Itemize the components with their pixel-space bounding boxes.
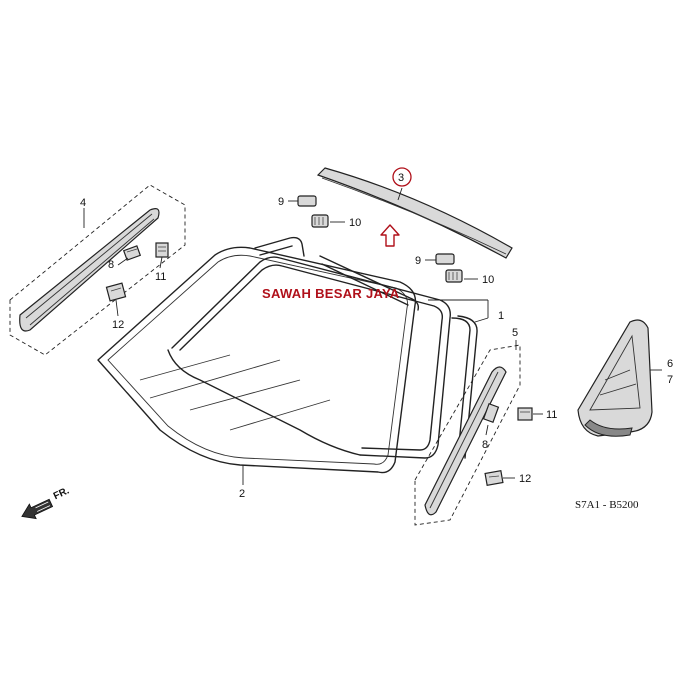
clip-10-lower xyxy=(445,269,463,283)
clip-12-left xyxy=(105,282,127,302)
clip-9-upper xyxy=(297,195,317,207)
callout-10-upper: 10 xyxy=(349,217,361,229)
clip-10-upper xyxy=(311,214,329,228)
front-label: FR. xyxy=(52,485,71,502)
part-1-dam-rubber xyxy=(167,236,478,471)
front-direction-arrow-icon xyxy=(21,498,54,520)
highlight-circle-icon xyxy=(392,167,412,187)
part-6-7-quarter-window xyxy=(577,319,653,437)
clip-9-lower xyxy=(435,253,455,265)
callout-12-left: 12 xyxy=(112,319,124,331)
callout-6: 6 xyxy=(667,358,673,370)
part-4-pillar-molding xyxy=(9,184,186,356)
part-3-upper-molding xyxy=(316,167,513,259)
callout-7: 7 xyxy=(667,374,673,386)
clip-12-right xyxy=(484,470,504,486)
callout-11-right: 11 xyxy=(546,409,557,421)
callout-3: 3 xyxy=(398,172,404,184)
clip-8-left xyxy=(122,245,142,261)
clip-11-left xyxy=(155,242,169,258)
callout-2: 2 xyxy=(239,488,245,500)
callout-11-left: 11 xyxy=(155,271,166,283)
part-5-right-pillar-molding xyxy=(414,344,533,526)
part-2-windshield-glass xyxy=(97,246,417,474)
callout-1: 1 xyxy=(498,310,504,322)
callout-10-lower: 10 xyxy=(482,274,494,286)
callout-9-lower: 9 xyxy=(415,255,421,267)
clip-11-right xyxy=(517,407,533,421)
clip-8-right xyxy=(482,403,500,423)
callout-5: 5 xyxy=(512,327,518,339)
diagram-code: S7A1 - B5200 xyxy=(575,499,639,511)
callout-12-right: 12 xyxy=(519,473,531,485)
callout-8-left: 8 xyxy=(108,259,114,271)
callout-4: 4 xyxy=(80,197,86,209)
watermark-text: SAWAH BESAR JAYA xyxy=(262,286,400,301)
up-arrow-icon xyxy=(380,224,400,247)
callout-8-right: 8 xyxy=(482,439,488,451)
callout-9-upper: 9 xyxy=(278,196,284,208)
